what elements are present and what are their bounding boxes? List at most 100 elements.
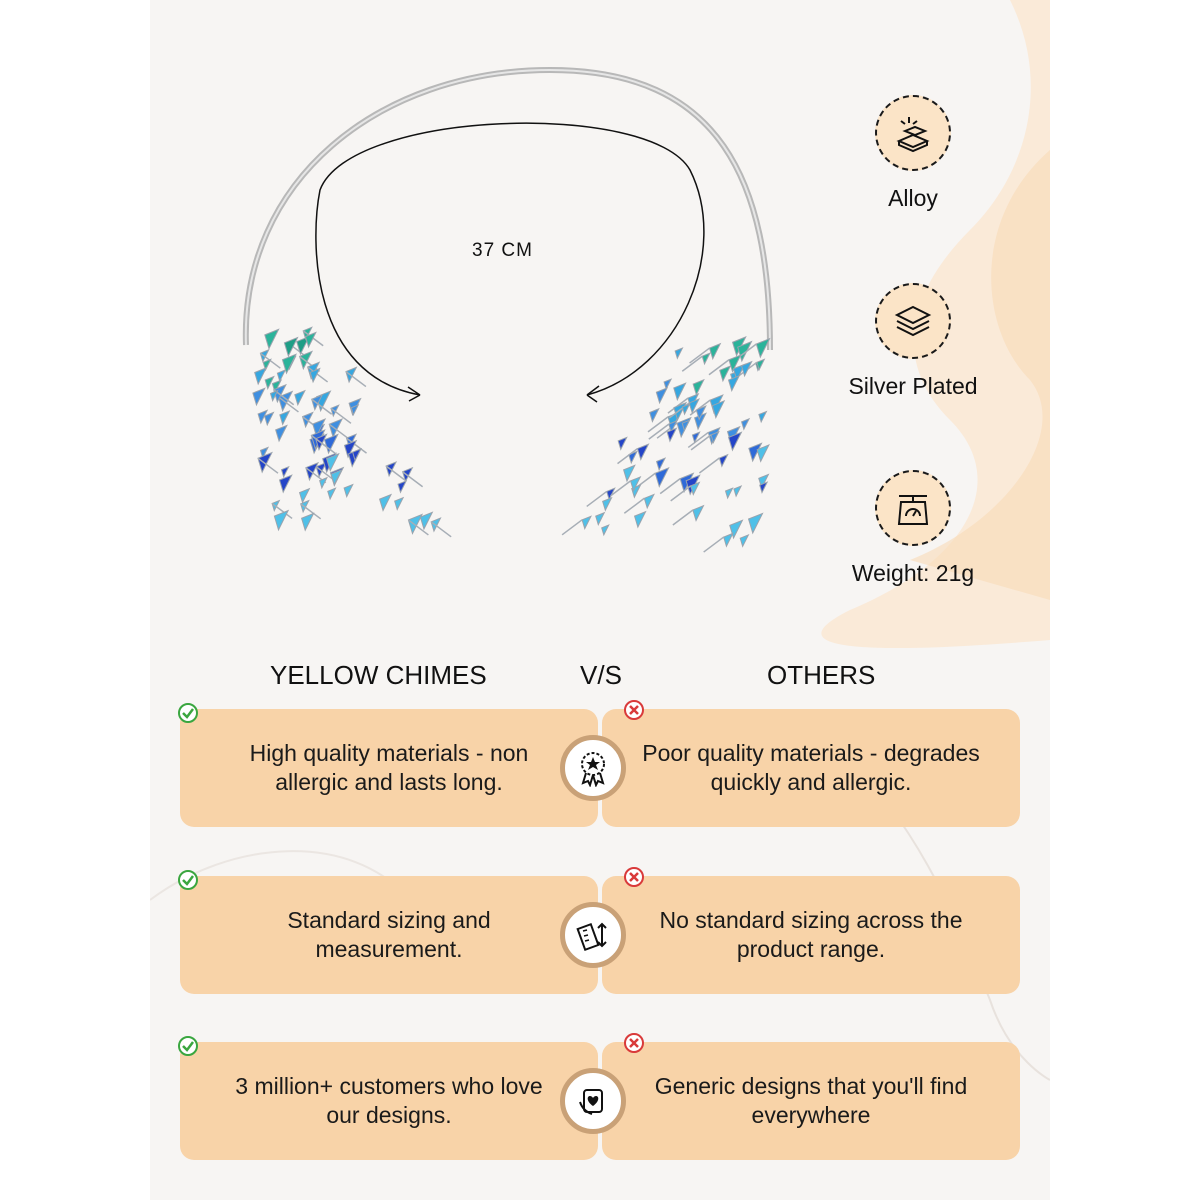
enamel-leaf — [740, 360, 753, 378]
enamel-leaf — [681, 419, 691, 432]
enamel-leaf — [691, 431, 701, 444]
ours-card-1: High quality materials - non allergic an… — [180, 709, 598, 827]
enamel-leaf — [257, 409, 269, 425]
ours-text: Standard sizing and measurement. — [287, 907, 491, 962]
enamel-leaf — [264, 328, 280, 351]
enamel-leaf — [663, 378, 673, 391]
enamel-leaf — [747, 512, 764, 535]
wire-stem — [689, 399, 711, 416]
enamel-leaf — [259, 446, 270, 460]
enamel-leaf — [298, 487, 311, 504]
enamel-leaf — [343, 439, 358, 459]
wire-stem — [315, 438, 337, 455]
enamel-leaf — [602, 496, 613, 512]
wire-stem — [708, 359, 730, 376]
enamel-leaf — [254, 366, 268, 386]
enamel-leaf — [755, 337, 771, 359]
enamel-leaf — [304, 331, 317, 349]
enamel-leaf — [327, 487, 337, 501]
enamel-leaf — [727, 431, 743, 452]
wire-stem — [610, 480, 632, 497]
enamel-leaf — [343, 483, 354, 498]
enamel-leaf — [394, 496, 405, 511]
ours-card-2: Standard sizing and measurement. — [180, 876, 598, 994]
wire-stem — [647, 416, 669, 433]
enamel-leaf — [379, 493, 393, 512]
enamel-leaf — [692, 504, 705, 522]
enamel-leaf — [623, 464, 636, 483]
enamel-leaf — [262, 358, 272, 372]
wire-stem — [402, 471, 424, 488]
cross-icon — [624, 700, 644, 720]
enamel-leaf — [601, 524, 610, 537]
enamel-leaf — [633, 510, 647, 529]
enamel-leaf — [708, 342, 722, 361]
enamel-leaf — [319, 476, 328, 490]
measurement-label: 37 CM — [472, 240, 533, 261]
enamel-leaf — [711, 399, 726, 419]
wire-stem — [430, 521, 452, 538]
cross-icon — [624, 867, 644, 887]
right-margin — [1050, 0, 1200, 1200]
enamel-leaf — [636, 443, 650, 461]
quality-badge-icon — [581, 752, 605, 787]
enamel-leaf — [701, 352, 711, 366]
wire-stem — [407, 519, 429, 536]
spec-weight: Weight: 21g — [813, 470, 1013, 587]
spec-alloy-circle — [875, 95, 951, 171]
enamel-leaf — [727, 374, 741, 393]
enamel-cluster-left — [252, 326, 452, 538]
others-text: Poor quality materials - degrades quickl… — [642, 740, 980, 795]
enamel-leaf — [740, 417, 751, 431]
enamel-leaf — [719, 365, 732, 383]
vs-heading: V/S — [580, 660, 622, 690]
enamel-leaf — [606, 487, 616, 501]
enamel-leaf — [350, 403, 360, 417]
enamel-leaf — [252, 387, 266, 407]
wire-stem — [561, 519, 583, 536]
enamel-leaf — [629, 476, 642, 492]
enamel-leaf — [352, 447, 362, 462]
enamel-leaf — [710, 430, 720, 444]
enamel-leaf — [681, 403, 691, 416]
left-heading: YELLOW CHIMES — [270, 660, 487, 690]
enamel-leaf — [628, 450, 638, 465]
wire-stem — [345, 370, 367, 388]
enamel-leaf — [690, 481, 701, 496]
wire-stem — [698, 457, 720, 474]
others-text: Generic designs that you'll find everywh… — [654, 1073, 968, 1128]
enamel-leaf — [723, 532, 734, 548]
wire-stem — [307, 366, 329, 383]
ours-card-3: 3 million+ customers who love our design… — [180, 1042, 598, 1160]
wire-stem — [586, 490, 608, 508]
spec-plating-circle — [875, 283, 951, 359]
layers-icon — [894, 305, 932, 337]
ours-text: High quality materials - non allergic an… — [249, 740, 529, 795]
wire-stem — [703, 536, 725, 553]
enamel-leaf — [668, 419, 678, 434]
enamel-leaf — [756, 444, 770, 463]
enamel-leaf — [309, 367, 321, 384]
wire-stem — [681, 355, 703, 372]
wire-stem — [672, 509, 694, 526]
enamel-leaf — [728, 354, 742, 373]
wire-stem — [300, 503, 322, 520]
wire-stem — [271, 502, 293, 520]
enamel-leaf — [300, 512, 315, 532]
enamel-leaf — [673, 382, 687, 402]
wire-stem — [659, 478, 681, 495]
wire-stem — [687, 431, 709, 449]
enamel-leaf — [581, 515, 592, 531]
wire-stem — [346, 437, 367, 454]
enamel-leaf — [595, 511, 606, 527]
row-icon-2 — [560, 902, 626, 968]
enamel-leaf — [273, 509, 290, 532]
weighing-scale-icon — [897, 495, 929, 525]
enamel-leaf — [264, 375, 275, 390]
enamel-leaf — [263, 411, 275, 427]
wire-stem — [385, 465, 407, 482]
enamel-leaf — [655, 386, 669, 405]
enamel-leaf — [654, 466, 670, 488]
customer-love-icon — [579, 1089, 603, 1115]
enamel-leaf — [692, 378, 705, 397]
